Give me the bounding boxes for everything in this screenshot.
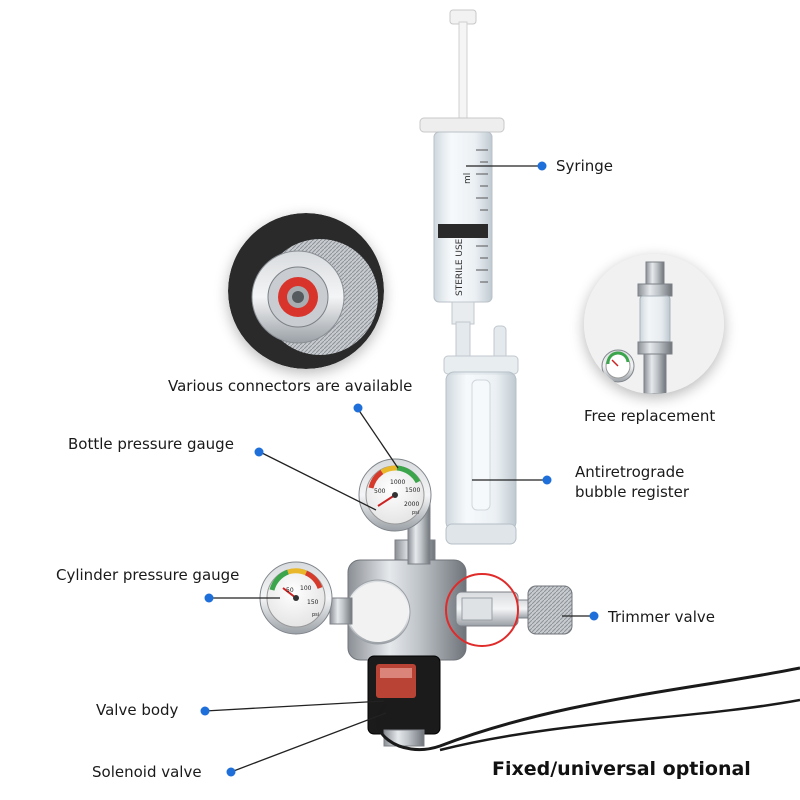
- small-gauge-mark-1: 50: [286, 587, 294, 594]
- cylinder-pressure-gauge: 50 100 150 psi: [259, 561, 333, 635]
- label-free-replacement: Free replacement: [584, 407, 716, 425]
- small-gauge-mark-2: 100: [300, 585, 312, 592]
- connector-closeup-inset: [228, 213, 384, 369]
- bubble-counter: [443, 321, 519, 545]
- big-gauge-mark-1: 500: [374, 488, 386, 495]
- cylinder-gauge-marker: [204, 593, 214, 603]
- solenoid-valve: [367, 655, 441, 747]
- label-trimmer-valve: Trimmer valve: [608, 608, 716, 626]
- label-valve-body: Valve body: [96, 701, 179, 719]
- bottle-pressure-gauge: 500 1000 1500 2000 psi: [358, 458, 432, 532]
- trimmer-marker: [589, 611, 599, 621]
- big-gauge-unit: psi: [412, 510, 419, 516]
- syringe-unit: ml: [463, 173, 473, 184]
- label-solenoid-valve: Solenoid valve: [92, 763, 202, 781]
- big-gauge-mark-3: 1500: [405, 487, 420, 494]
- small-gauge-unit: psi: [312, 612, 319, 618]
- syringe-print: STERILE USE: [455, 238, 465, 296]
- label-cylinder-pressure-gauge: Cylinder pressure gauge: [56, 566, 240, 584]
- replacement-part-inset: [584, 254, 724, 394]
- power-cable: [376, 666, 800, 752]
- trimmer-valve: [445, 573, 573, 647]
- small-gauge-mark-3: 150: [307, 599, 319, 606]
- connectors-marker: [353, 403, 363, 413]
- label-connectors: Various connectors are available: [168, 377, 413, 395]
- syringe-marker: [537, 161, 547, 171]
- label-antiretrograde-line1: Antiretrograde: [575, 463, 685, 481]
- solenoid-marker: [226, 767, 236, 777]
- valve-body-marker: [200, 706, 210, 716]
- label-antiretrograde-line2: bubble register: [575, 483, 690, 501]
- label-bottle-pressure-gauge: Bottle pressure gauge: [68, 435, 234, 453]
- trimmer-highlight-ring: [445, 573, 519, 647]
- caption-fixed-universal: Fixed/universal optional: [492, 758, 751, 780]
- big-gauge-mark-2: 1000: [390, 479, 405, 486]
- antiretrograde-marker: [542, 475, 552, 485]
- label-markers: [200, 161, 599, 777]
- label-syringe: Syringe: [556, 157, 613, 175]
- syringe-scale: [476, 149, 488, 283]
- bottle-gauge-marker: [254, 447, 264, 457]
- syringe: STERILE USE ml: [419, 9, 505, 325]
- big-gauge-mark-4: 2000: [404, 501, 419, 508]
- leader-lines: [204, 165, 592, 773]
